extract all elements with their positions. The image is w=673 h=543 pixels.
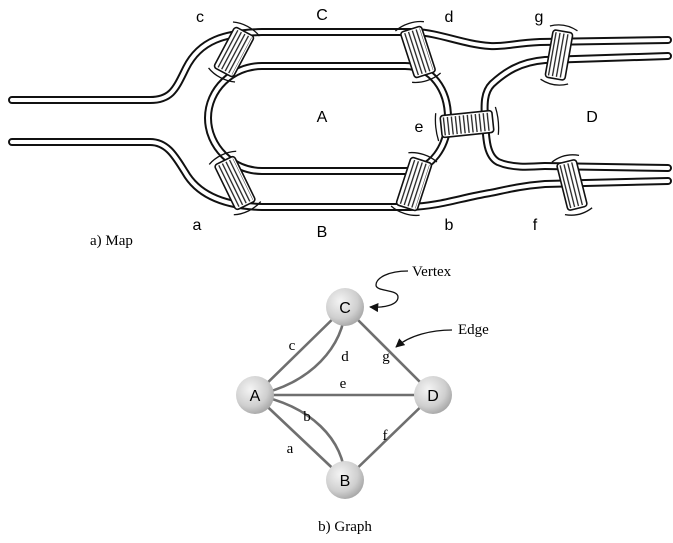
graph-vertices: C A D B xyxy=(236,288,452,499)
vertex-d: D xyxy=(414,376,452,414)
vertex-b: B xyxy=(326,461,364,499)
bridge-c-label: c xyxy=(196,9,204,26)
landmass-c-label: C xyxy=(316,7,328,24)
vertex-c: C xyxy=(326,288,364,326)
river xyxy=(8,28,672,211)
edge-f-label: f xyxy=(383,428,388,444)
edge-f xyxy=(344,394,434,481)
bridge-g xyxy=(540,24,578,86)
bridge-a xyxy=(208,150,262,216)
bridge-e-label: e xyxy=(415,119,424,136)
bridge-a-label: a xyxy=(193,217,202,234)
landmass-d-label: D xyxy=(586,109,598,126)
edge-annotation: Edge xyxy=(395,322,489,348)
edge-a-label: a xyxy=(287,441,294,457)
graph-caption: b) Graph xyxy=(318,519,372,535)
landmass-b-label: B xyxy=(317,224,328,241)
bridge-b xyxy=(390,151,438,217)
bridge-f xyxy=(551,154,593,216)
landmass-a-label: A xyxy=(317,109,328,126)
vertex-annotation-label: Vertex xyxy=(412,264,452,280)
bridge-c xyxy=(208,21,260,83)
vertex-pointer-arrow xyxy=(369,270,409,313)
edge-g xyxy=(344,306,434,396)
vertex-annotation: Vertex xyxy=(369,264,452,313)
vertex-d-label: D xyxy=(427,388,439,405)
island-a-shore xyxy=(204,62,452,175)
edge-b-label: b xyxy=(303,409,311,425)
bridge-e xyxy=(434,106,500,142)
bridge-f-label: f xyxy=(533,217,538,234)
bridge-d-label: d xyxy=(445,9,454,26)
map-panel: A B C D c d g e a b f a) Map xyxy=(8,7,672,249)
edge-e-label: e xyxy=(340,376,347,392)
vertex-b-label: B xyxy=(340,473,351,490)
graph-edges xyxy=(254,306,434,481)
edge-g-label: g xyxy=(382,349,390,365)
vertex-a: A xyxy=(236,376,274,414)
bridge-g-label: g xyxy=(535,9,544,26)
vertex-a-label: A xyxy=(250,388,261,405)
edge-c xyxy=(254,306,346,396)
land-d-shore xyxy=(480,52,672,172)
edge-pointer-arrow xyxy=(395,329,453,348)
bridge-b-label: b xyxy=(445,217,454,234)
bridge-d xyxy=(394,20,442,84)
graph-panel: C A D B c d g e b f a Vertex xyxy=(236,264,489,535)
edge-d-label: d xyxy=(341,349,349,365)
edge-c-label: c xyxy=(289,338,296,354)
vertex-c-label: C xyxy=(339,300,351,317)
map-caption: a) Map xyxy=(90,233,133,249)
edge-annotation-label: Edge xyxy=(458,322,489,338)
edge-a xyxy=(254,394,346,481)
